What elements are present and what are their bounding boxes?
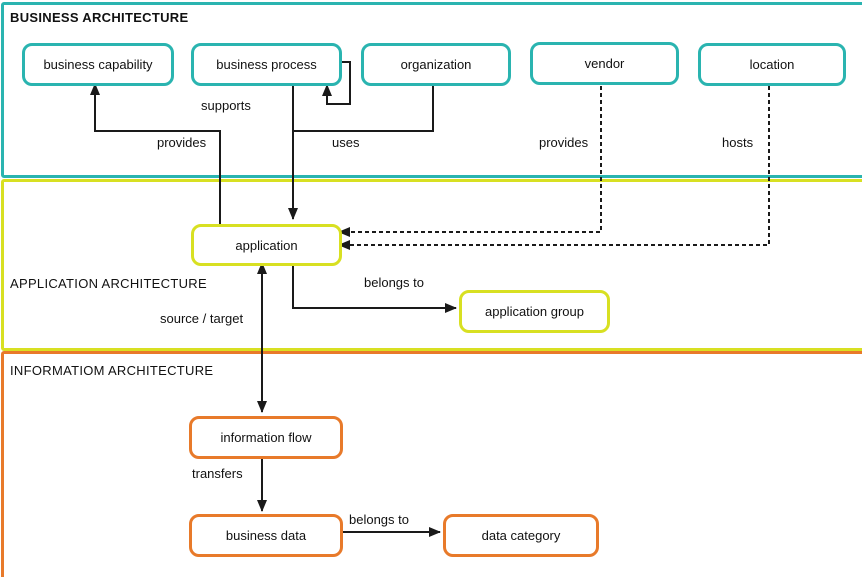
section-frame-application	[1, 179, 862, 351]
section-title-application: APPLICATION ARCHITECTURE	[10, 276, 207, 291]
section-frame-information	[1, 351, 862, 577]
node-label: business data	[225, 528, 307, 543]
node-data-category: data category	[443, 514, 599, 557]
node-vendor: vendor	[530, 42, 679, 85]
section-title-information: INFORMATIOM ARCHITECTURE	[10, 363, 214, 378]
edge-label-hosts: hosts	[722, 135, 754, 150]
node-business-process: business process	[191, 43, 342, 86]
node-label: organization	[400, 57, 472, 72]
node-label: location	[749, 57, 795, 72]
edge-label-provides-vendor: provides	[539, 135, 589, 150]
node-label: business capability	[43, 57, 153, 72]
edge-provides-capability-line	[90, 83, 221, 224]
edge-label-transfers: transfers	[192, 466, 243, 481]
node-label: information flow	[220, 430, 312, 445]
edge-label-belongs-to-category: belongs to	[349, 512, 409, 527]
edge-uses-organization-segment	[293, 80, 434, 132]
node-label: business process	[216, 57, 317, 72]
edge-label-source-target: source / target	[160, 311, 244, 326]
node-application: application	[191, 224, 342, 266]
node-information-flow: information flow	[189, 416, 343, 459]
section-title-business: BUSINESS ARCHITECTURE	[10, 10, 189, 25]
section-frame-business	[1, 2, 862, 178]
node-label: application group	[484, 304, 585, 319]
node-location: location	[698, 43, 846, 86]
edge-label-provides-capability: provides	[157, 135, 207, 150]
edge-label-supports: supports	[201, 98, 251, 113]
edge-label-belongs-to-group: belongs to	[364, 275, 424, 290]
node-label: vendor	[584, 56, 625, 71]
node-business-capability: business capability	[22, 43, 174, 86]
node-label: data category	[481, 528, 561, 543]
edge-supports-loop-line	[322, 61, 351, 105]
edge-label-uses: uses	[332, 135, 360, 150]
node-label: application	[235, 237, 298, 253]
node-organization: organization	[361, 43, 511, 86]
edge-vendor-provides-line	[338, 79, 602, 237]
edge-location-hosts-line	[338, 79, 770, 250]
node-application-group: application group	[459, 290, 610, 333]
edge-belongs-to-group-line	[292, 260, 457, 313]
node-business-data: business data	[189, 514, 343, 557]
